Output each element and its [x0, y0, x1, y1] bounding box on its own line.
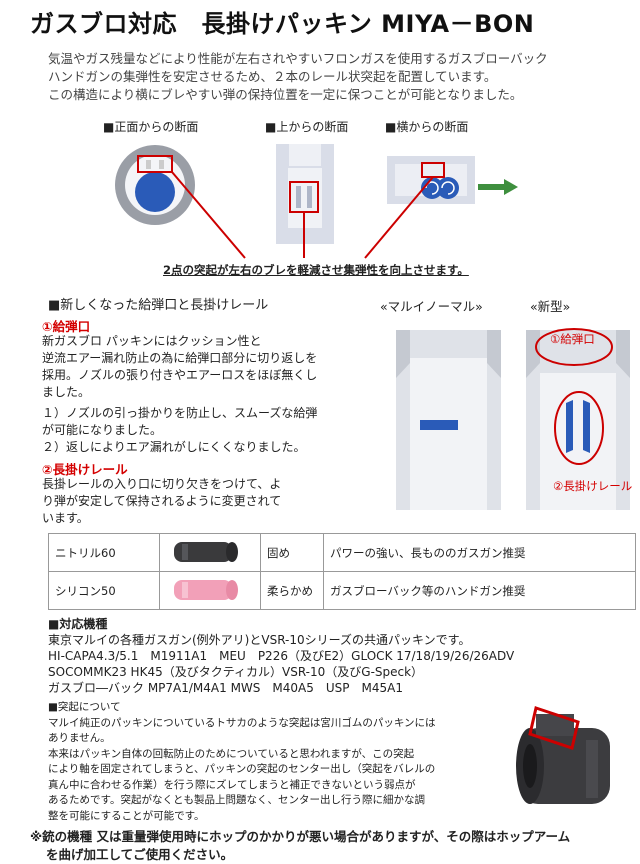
- compatible-models: ■対応機種 東京マルイの各種ガスガン(例外アリ)とVSR-10シリーズの共通パッ…: [48, 616, 514, 696]
- feed-port-points: １）ノズルの引っ掛かりを防止し、スムーズな給弾 が可能になりました。 ２）返しに…: [42, 405, 317, 456]
- feed-point: １）ノズルの引っ掛かりを防止し、スムーズな給弾: [42, 406, 318, 420]
- footer-note: ※銃の機種 又は重量弾使用時にホップのかかりが悪い場合がありますが、その際はホッ…: [30, 828, 570, 864]
- feed-line: 逆流エアー漏れ防止の為に給弾口部分に切り返しを: [42, 351, 318, 365]
- diagram-caption: 2点の突起が左右のブレを軽減させ集弾性を向上させます。: [163, 263, 469, 277]
- note-line: あるためです。突起がなくとも製品上問題なく、センター出し行う際に細かな調: [48, 794, 425, 806]
- material-hardness: 柔らかめ: [260, 571, 324, 610]
- table-row: ニトリル60 固め パワーの強い、長もののガスガン推奨: [48, 533, 636, 572]
- feed-port-title: ①給弾口: [42, 319, 91, 334]
- material-hardness: 固め: [260, 533, 324, 572]
- top-section-label: ■上からの断面: [265, 120, 349, 134]
- comparison-diagrams: [396, 328, 630, 510]
- intro-text: 気温やガス残量などにより性能が左右されやすいフロンガスを使用するガスブローバック…: [48, 50, 628, 104]
- material-swatch-cell: [159, 571, 261, 610]
- compat-line: ガスブロ―バック MP7A1/M4A1 MWS M40A5 USP M45A1: [48, 681, 403, 695]
- note-line: 整を可能にすることが可能です。: [48, 809, 205, 822]
- note-line: により軸を固定されてしまうと、パッキンの突起のセンター出し（突起をバレルの: [48, 763, 436, 775]
- table-row: シリコン50 柔らかめ ガスブローバック等のハンドガン推奨: [48, 571, 636, 610]
- intro-line: ハンドガンの集弾性を安定させるため、２本のレール状突起を配置しています。: [48, 69, 497, 84]
- nitrile-packing-image: [174, 542, 238, 562]
- compat-line: SOCOMMK23 HK45（及びタクティカル）VSR-10（及びG-Speck…: [48, 665, 424, 679]
- new-section-heading: ■新しくなった給弾口と長掛けレール: [48, 298, 269, 313]
- feed-point: ２）返しによりエア漏れがしにくくなりました。: [42, 440, 306, 454]
- material-table: ニトリル60 固め パワーの強い、長もののガスガン推奨 シリコン50 柔らかめ …: [48, 533, 636, 610]
- footer-line: ※銃の機種 又は重量弾使用時にホップのかかりが悪い場合がありますが、その際はホッ…: [30, 829, 571, 844]
- normal-packing-diagram: [396, 330, 501, 510]
- rail-line: 長掛レールの入り口に切り欠きをつけて、よ: [42, 477, 282, 491]
- note-line: マルイ純正のパッキンについているトサカのような突起は宮川ゴムのパッキンには: [48, 716, 436, 729]
- rail-line: います。: [42, 511, 89, 525]
- material-desc: パワーの強い、長もののガスガン推奨: [323, 533, 636, 572]
- rail-description: 長掛レールの入り口に切り欠きをつけて、よ り弾が安定して保持されるように変更され…: [42, 476, 281, 527]
- feed-port-callout: ①給弾口: [550, 332, 595, 346]
- material-desc: ガスブローバック等のハンドガン推奨: [323, 571, 636, 610]
- feed-line: ました。: [42, 385, 91, 399]
- feed-line: 新ガスブロ パッキンにはクッション性と: [42, 334, 262, 348]
- comparison-new-label: «新型»: [530, 299, 571, 314]
- note-line: ありません。: [48, 732, 111, 744]
- packing-photo: [516, 706, 610, 804]
- front-section-label: ■正面からの断面: [103, 120, 199, 134]
- rail-line: り弾が安定して保持されるように変更されて: [42, 494, 282, 508]
- material-name: シリコン50: [48, 571, 160, 610]
- protrusion-note: ■突起について マルイ純正のパッキンについているトサカのような突起は宮川ゴムのパ…: [48, 700, 436, 824]
- feed-port-description: 新ガスブロ パッキンにはクッション性と 逆流エアー漏れ防止の為に給弾口部分に切り…: [42, 333, 317, 401]
- note-line: 本来はパッキン自体の回転防止のためについていると思われますが、この突起: [48, 747, 415, 760]
- compat-line: 東京マルイの各種ガスガン(例外アリ)とVSR-10シリーズの共通パッキンです。: [48, 633, 471, 647]
- note-line: 真ん中に合わせる作業）を行う際にズレてしまうと補正できないという弱点が: [48, 778, 416, 791]
- page-title: ガスブロ対応 長掛けパッキン MIYA－BON: [30, 10, 535, 38]
- compat-title: ■対応機種: [48, 617, 108, 631]
- side-section-label: ■横からの断面: [385, 120, 469, 134]
- front-view-diagram: [115, 145, 195, 225]
- material-swatch-cell: [159, 533, 261, 572]
- compat-line: HI-CAPA4.3/5.1 M1911A1 MEU P226（及びE2）GLO…: [48, 649, 515, 663]
- intro-line: この構造により横にブレやすい弾の保持位置を一定に保つことが可能となりました。: [48, 87, 523, 102]
- comparison-normal-label: «マルイノーマル»: [380, 299, 483, 314]
- material-name: ニトリル60: [48, 533, 160, 572]
- cross-section-diagrams: [115, 144, 518, 259]
- intro-line: 気温やガス残量などにより性能が左右されやすいフロンガスを使用するガスブローバック: [48, 51, 548, 66]
- feed-point: が可能になりました。: [42, 423, 163, 437]
- rail-title: ②長掛けレール: [42, 462, 128, 477]
- note-title: ■突起について: [48, 701, 121, 713]
- side-view-diagram: [387, 156, 518, 204]
- footer-line: を曲げ加工してご使用ください。: [46, 847, 234, 862]
- rail-callout: ②長掛けレール: [553, 479, 633, 493]
- feed-line: 採用。ノズルの張り付きやエアーロスをほぼ無くし: [42, 368, 318, 382]
- silicone-packing-image: [174, 580, 238, 600]
- new-packing-diagram: [526, 328, 630, 510]
